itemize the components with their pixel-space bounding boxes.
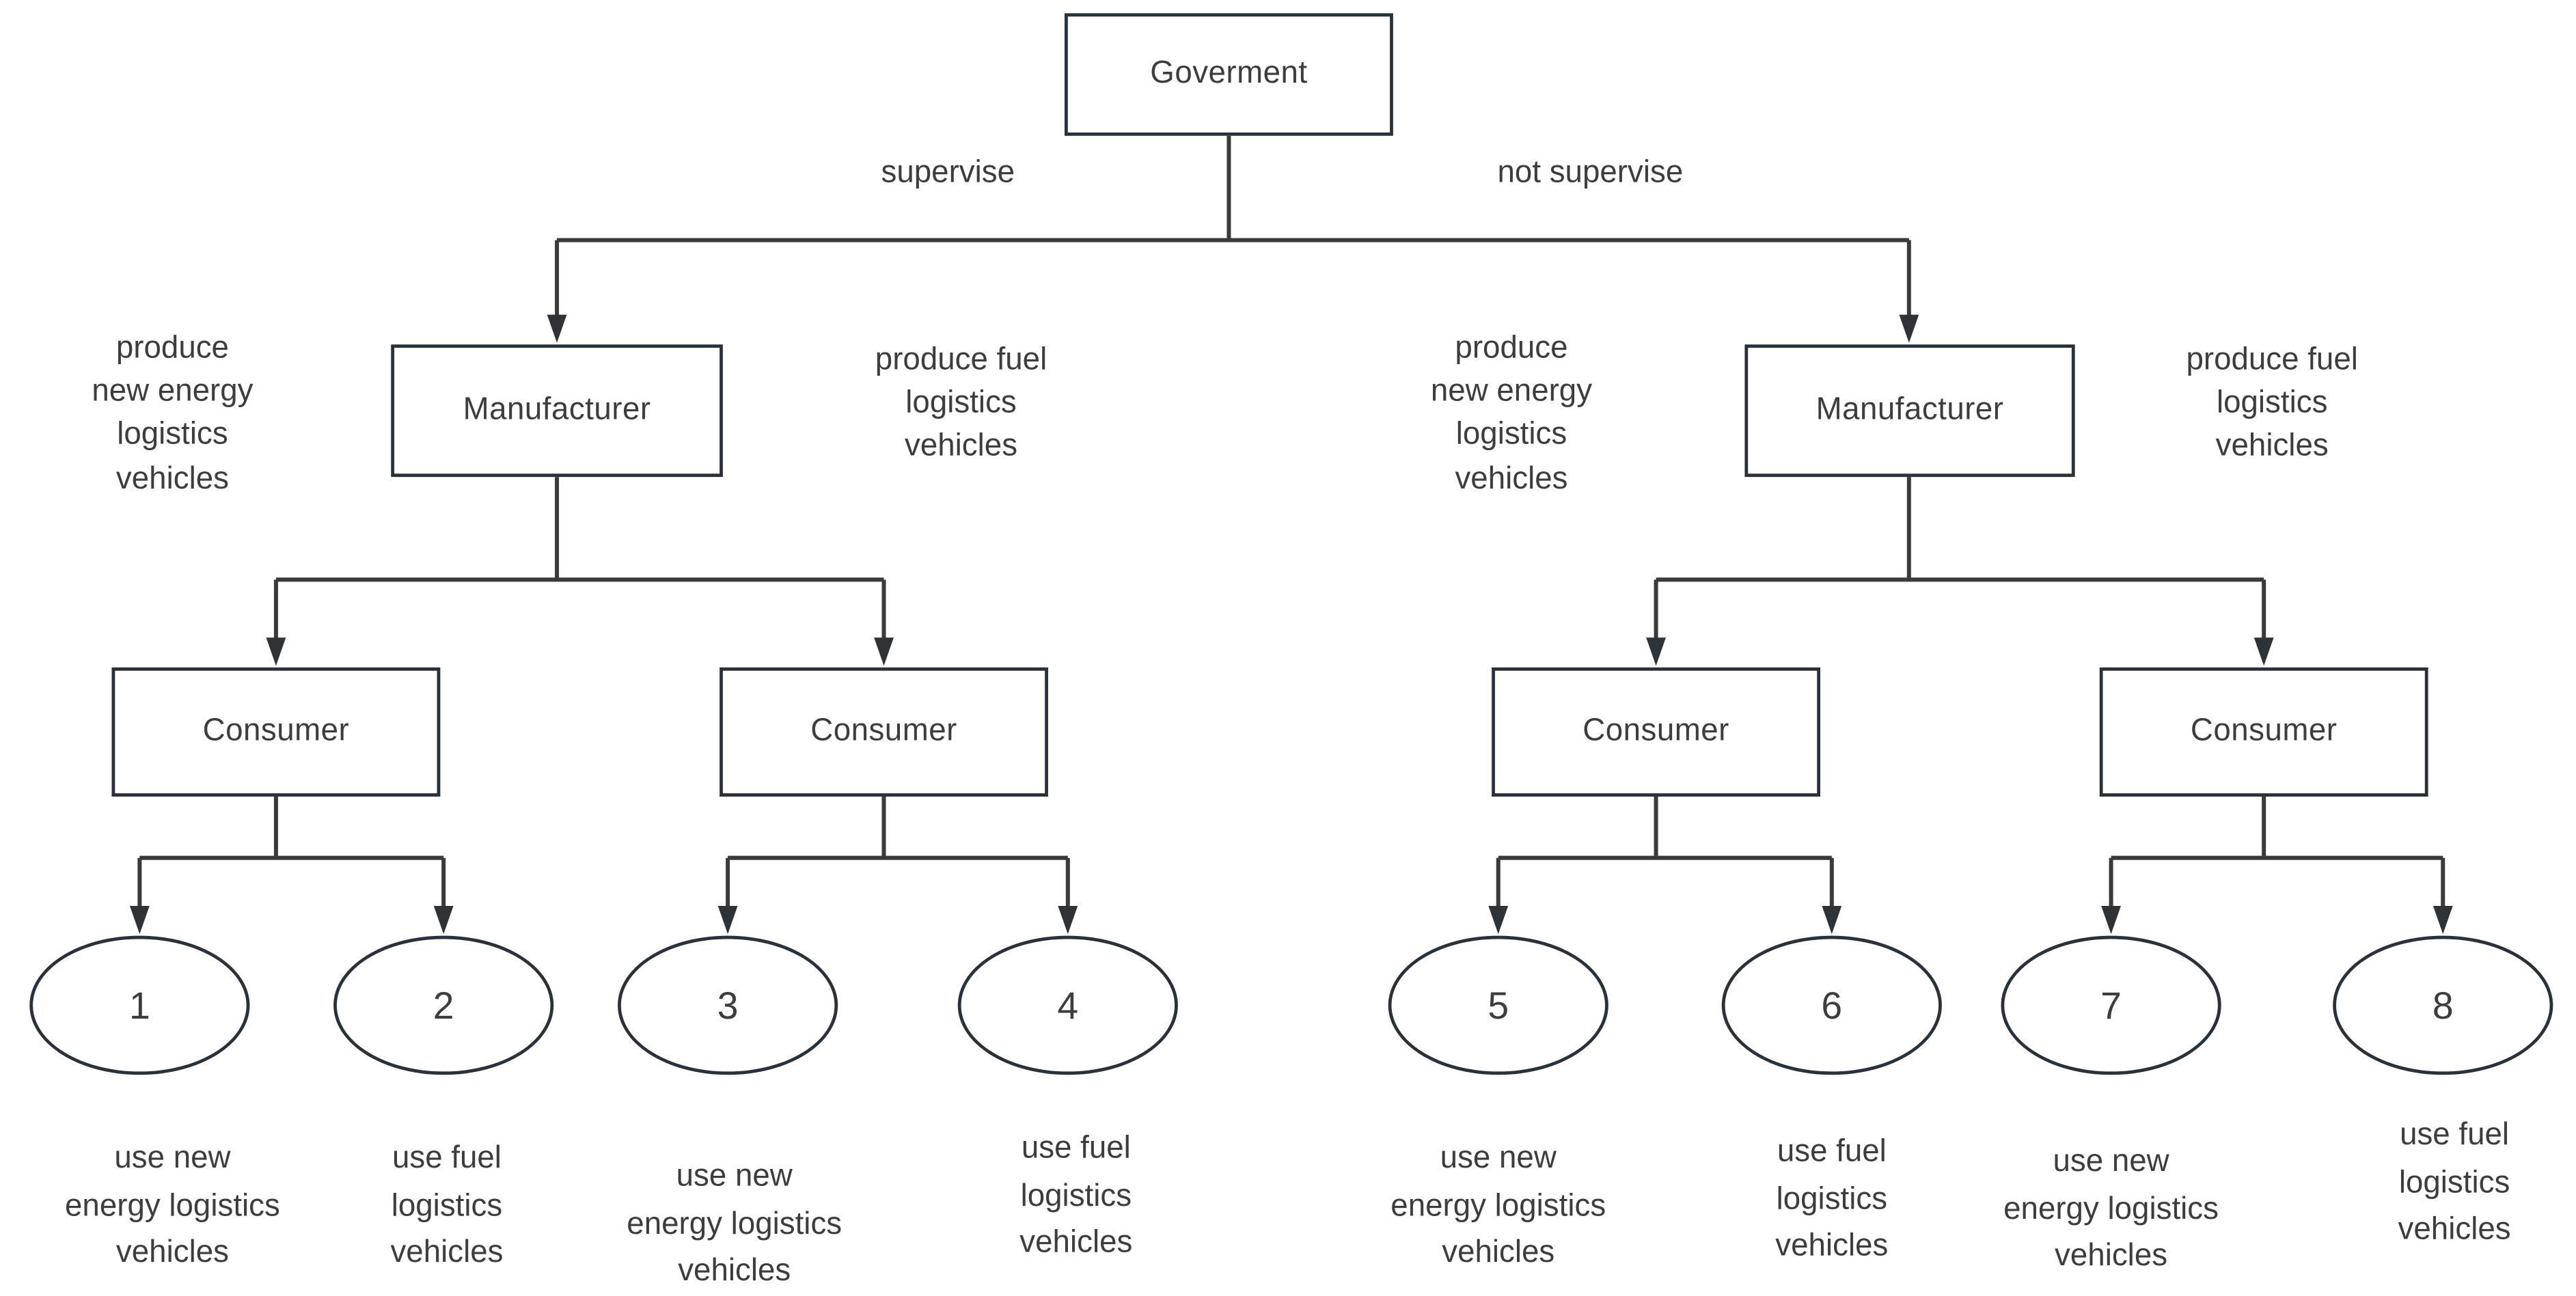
government-node: Goverment bbox=[1065, 13, 1393, 136]
consumer-label-2: Consumer bbox=[810, 713, 957, 749]
outcome-caption-6: use fuel logistics vehicles bbox=[1775, 1134, 1889, 1264]
edge-lines bbox=[137, 135, 2445, 908]
consumer-node-2: Consumer bbox=[720, 667, 1048, 797]
edge-label-supervise: supervise bbox=[881, 155, 1015, 191]
outcome-ellipse-1: 1 bbox=[29, 935, 250, 1075]
outcome-number-4: 4 bbox=[1057, 982, 1079, 1026]
outcome-caption-4: use fuel logistics vehicles bbox=[1019, 1131, 1133, 1260]
consumer-node-3: Consumer bbox=[1492, 667, 1821, 797]
outcome-caption-1: use new energy logistics vehicles bbox=[65, 1141, 280, 1271]
manufacturer-node-right: Manufacturer bbox=[1744, 344, 2075, 478]
produce-note-new-energy-right: produce new energy logistics vehicles bbox=[1430, 331, 1593, 497]
outcome-caption-2: use fuel logistics vehicles bbox=[390, 1141, 504, 1271]
consumer-label-1: Consumer bbox=[202, 713, 350, 749]
produce-note-new-energy-left: produce new energy logistics vehicles bbox=[92, 331, 254, 497]
outcome-caption-7: use new energy logistics vehicles bbox=[2003, 1144, 2219, 1274]
outcome-caption-5: use new energy logistics vehicles bbox=[1390, 1141, 1606, 1271]
arrowheads bbox=[129, 314, 2453, 935]
outcome-number-8: 8 bbox=[2432, 982, 2454, 1026]
outcome-ellipse-5: 5 bbox=[1388, 935, 1608, 1075]
outcome-ellipse-4: 4 bbox=[957, 935, 1178, 1075]
manufacturer-label-left: Manufacturer bbox=[463, 392, 651, 428]
edge-label-not-supervise: not supervise bbox=[1497, 155, 1684, 191]
outcome-caption-3: use new energy logistics vehicles bbox=[627, 1159, 842, 1288]
consumer-node-4: Consumer bbox=[2099, 667, 2428, 797]
consumer-label-3: Consumer bbox=[1582, 713, 1729, 749]
outcome-number-2: 2 bbox=[433, 982, 454, 1026]
outcome-caption-8: use fuel logistics vehicles bbox=[2398, 1118, 2511, 1247]
outcome-ellipse-7: 7 bbox=[2001, 935, 2221, 1075]
outcome-ellipse-6: 6 bbox=[1721, 935, 1942, 1075]
produce-note-fuel-left: produce fuel logistics vehicles bbox=[875, 342, 1047, 465]
consumer-label-4: Consumer bbox=[2190, 713, 2338, 749]
outcome-number-6: 6 bbox=[1821, 982, 1843, 1026]
produce-note-fuel-right: produce fuel logistics vehicles bbox=[2186, 342, 2358, 465]
outcome-number-5: 5 bbox=[1488, 982, 1509, 1026]
outcome-ellipse-8: 8 bbox=[2333, 935, 2553, 1075]
manufacturer-label-right: Manufacturer bbox=[1815, 392, 2004, 428]
outcome-ellipse-3: 3 bbox=[618, 935, 838, 1075]
outcome-number-1: 1 bbox=[128, 982, 150, 1026]
government-label: Goverment bbox=[1150, 56, 1308, 92]
outcome-number-3: 3 bbox=[717, 982, 739, 1026]
outcome-number-7: 7 bbox=[2100, 982, 2122, 1026]
consumer-node-1: Consumer bbox=[111, 667, 441, 797]
manufacturer-node-left: Manufacturer bbox=[391, 344, 723, 478]
outcome-ellipse-2: 2 bbox=[333, 935, 554, 1075]
